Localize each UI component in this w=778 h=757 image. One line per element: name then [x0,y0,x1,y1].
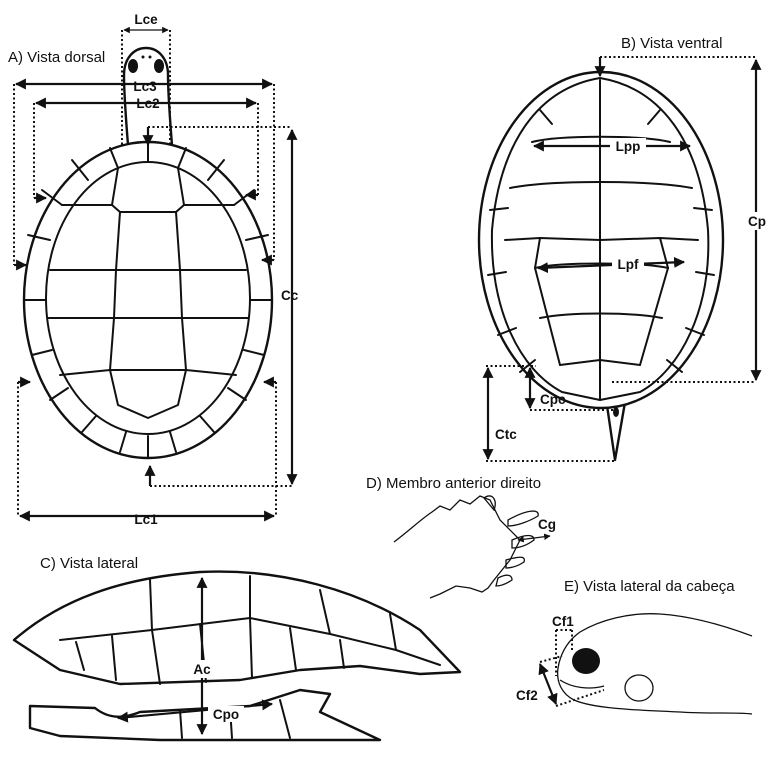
panel-ventral: Lpp Lpf Cp Cpc Ctc B) Vista ventral [479,35,770,461]
head-tympanum [625,675,653,701]
label-lc3: Lc3 [133,79,157,94]
head-eye [572,648,600,674]
panel-ventral-title: B) Vista ventral [621,35,722,52]
dorsal-carapace [24,142,272,458]
panel-cabeca: Cf1 Cf2 E) Vista lateral da cabeça [516,578,752,714]
panel-dorsal-title: A) Vista dorsal [8,49,105,66]
dorsal-left-eye [128,59,138,73]
head-mouth [560,680,604,688]
lateral-plastron [30,690,380,740]
measure-cf1: Cf1 [552,614,574,676]
limb-outline [394,496,520,598]
panel-lateral-title: C) Vista lateral [40,555,138,572]
panel-membro-title: D) Membro anterior direito [366,475,541,492]
label-lc1: Lc1 [134,512,158,527]
label-cpo: Cpo [213,707,239,722]
label-cg: Cg [538,517,556,532]
panel-membro: Cg D) Membro anterior direito [366,475,556,598]
label-cf1: Cf1 [552,614,574,629]
label-cc: Cc [281,288,299,303]
label-ctc: Ctc [495,427,517,442]
label-lc2: Lc2 [136,96,159,111]
ventral-cloaca [613,407,619,417]
panel-dorsal: Lce Lc3 Lc2 Cc [8,12,299,527]
label-ac: Ac [193,662,211,677]
dorsal-right-eye [154,59,164,73]
label-lce: Lce [134,12,158,27]
label-lpf: Lpf [618,257,639,272]
label-lpp: Lpp [616,139,641,154]
label-cp: Cp [748,214,766,229]
panel-lateral: Ac Cpo C) Vista lateral [14,555,460,740]
limb-claws [484,496,538,586]
label-cf2: Cf2 [516,688,538,703]
panel-cabeca-title: E) Vista lateral da cabeça [564,578,735,595]
label-cpc: Cpc [540,392,566,407]
